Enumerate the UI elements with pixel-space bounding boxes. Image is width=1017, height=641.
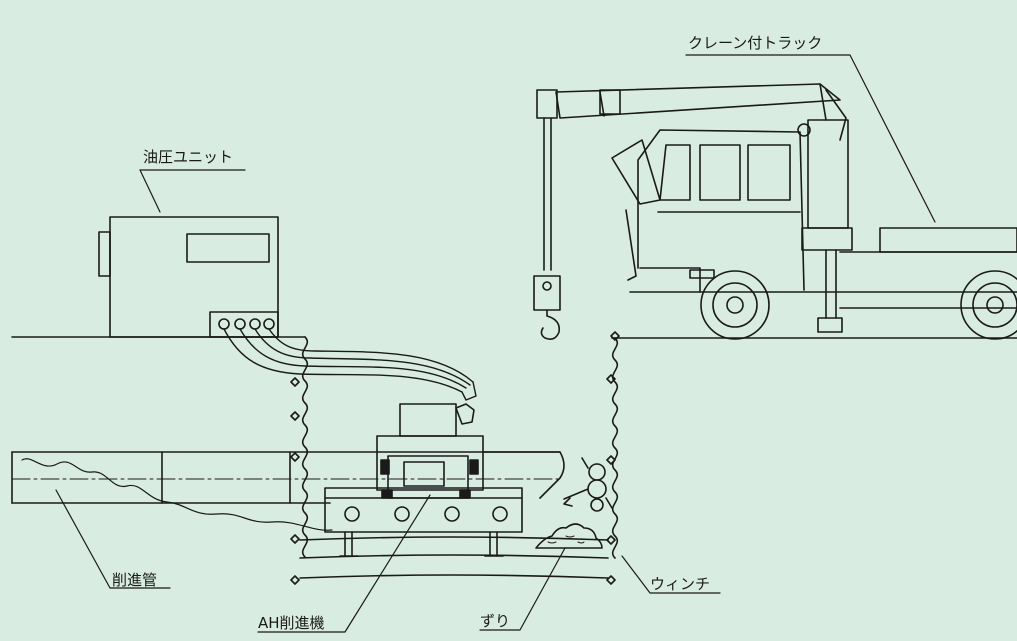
jacking-pipe — [11, 451, 565, 531]
winch — [563, 457, 613, 512]
muck-label: ずり — [480, 612, 511, 630]
jacking-pipe-label: 削進管 — [112, 571, 158, 589]
shaft-wall-right — [606, 331, 620, 585]
hydraulic-hoses — [223, 328, 477, 401]
leader-lines — [55, 54, 936, 633]
crane-truck — [533, 83, 1017, 340]
shaft-wall-left — [290, 336, 309, 585]
pit-floor — [299, 536, 609, 579]
winch-label: ウィンチ — [650, 575, 711, 593]
muck-pile — [535, 523, 603, 549]
ah-jacking-machine — [324, 403, 523, 557]
crane-truck-label: クレーン付トラック — [688, 34, 823, 52]
ah-machine-label: AH削進機 — [258, 614, 325, 632]
hydraulic-unit-label: 油圧ユニット — [143, 148, 234, 166]
hydraulic-unit — [98, 216, 279, 338]
